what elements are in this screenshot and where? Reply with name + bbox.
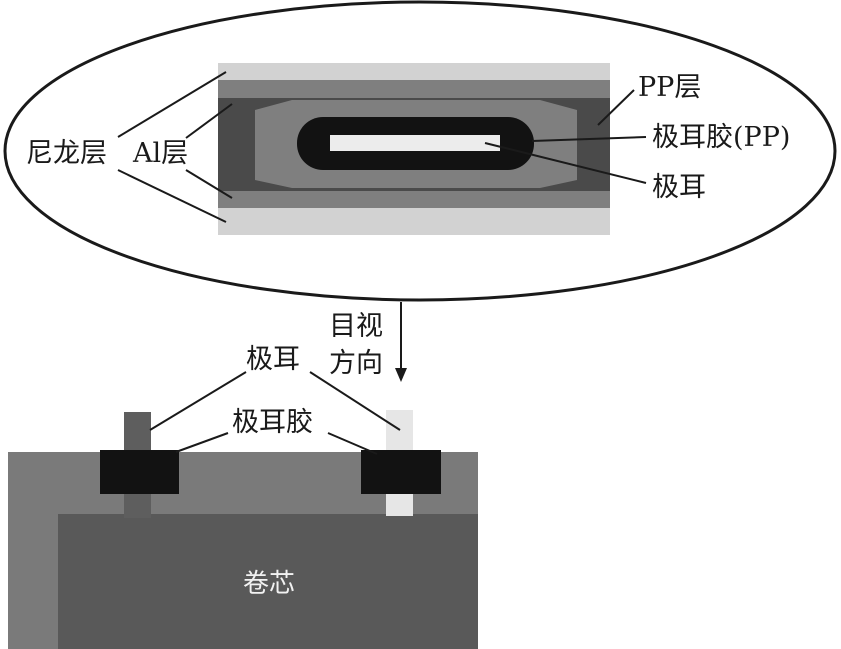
core-label: 卷芯 [243, 569, 295, 599]
leader-al-top [185, 103, 233, 139]
tab-glue-pp-label: 极耳胶(PP) [652, 122, 790, 153]
cell-top-view: 极耳 极耳胶 卷芯 [8, 344, 478, 649]
tab-metal-section [330, 135, 500, 151]
leader-nylon-bottom [117, 169, 227, 223]
leader-tab [484, 142, 647, 184]
core-body [58, 514, 478, 649]
nylon-layer-label: 尼龙层 [26, 138, 107, 169]
view-direction-label-line2: 方向 [329, 348, 383, 379]
leader-tab-left [149, 371, 247, 431]
leader-tab-glue-pp [531, 136, 647, 142]
pp-layer-label: PP层 [638, 72, 701, 103]
leader-glue-right [327, 432, 378, 455]
tab-label-section: 极耳 [652, 172, 706, 203]
leader-tab-right [309, 371, 401, 431]
leader-al-bottom [185, 169, 233, 199]
cross-section-magnified: 尼龙层 Al层 PP层 极耳胶(PP) 极耳 [3, 0, 837, 302]
leader-nylon-top [117, 71, 227, 138]
al-layer-label: Al层 [132, 138, 188, 169]
leader-pp [597, 89, 635, 126]
left-tab-glue [100, 450, 179, 494]
view-direction-label-line1: 目视 [329, 311, 383, 342]
tab-label-bottom: 极耳 [246, 344, 300, 375]
right-tab-glue [361, 450, 441, 494]
leader-glue-left [175, 432, 229, 453]
view-direction: 目视 方向 [329, 302, 407, 382]
view-direction-arrow-head [395, 368, 407, 382]
tab-glue-label: 极耳胶 [232, 407, 313, 438]
